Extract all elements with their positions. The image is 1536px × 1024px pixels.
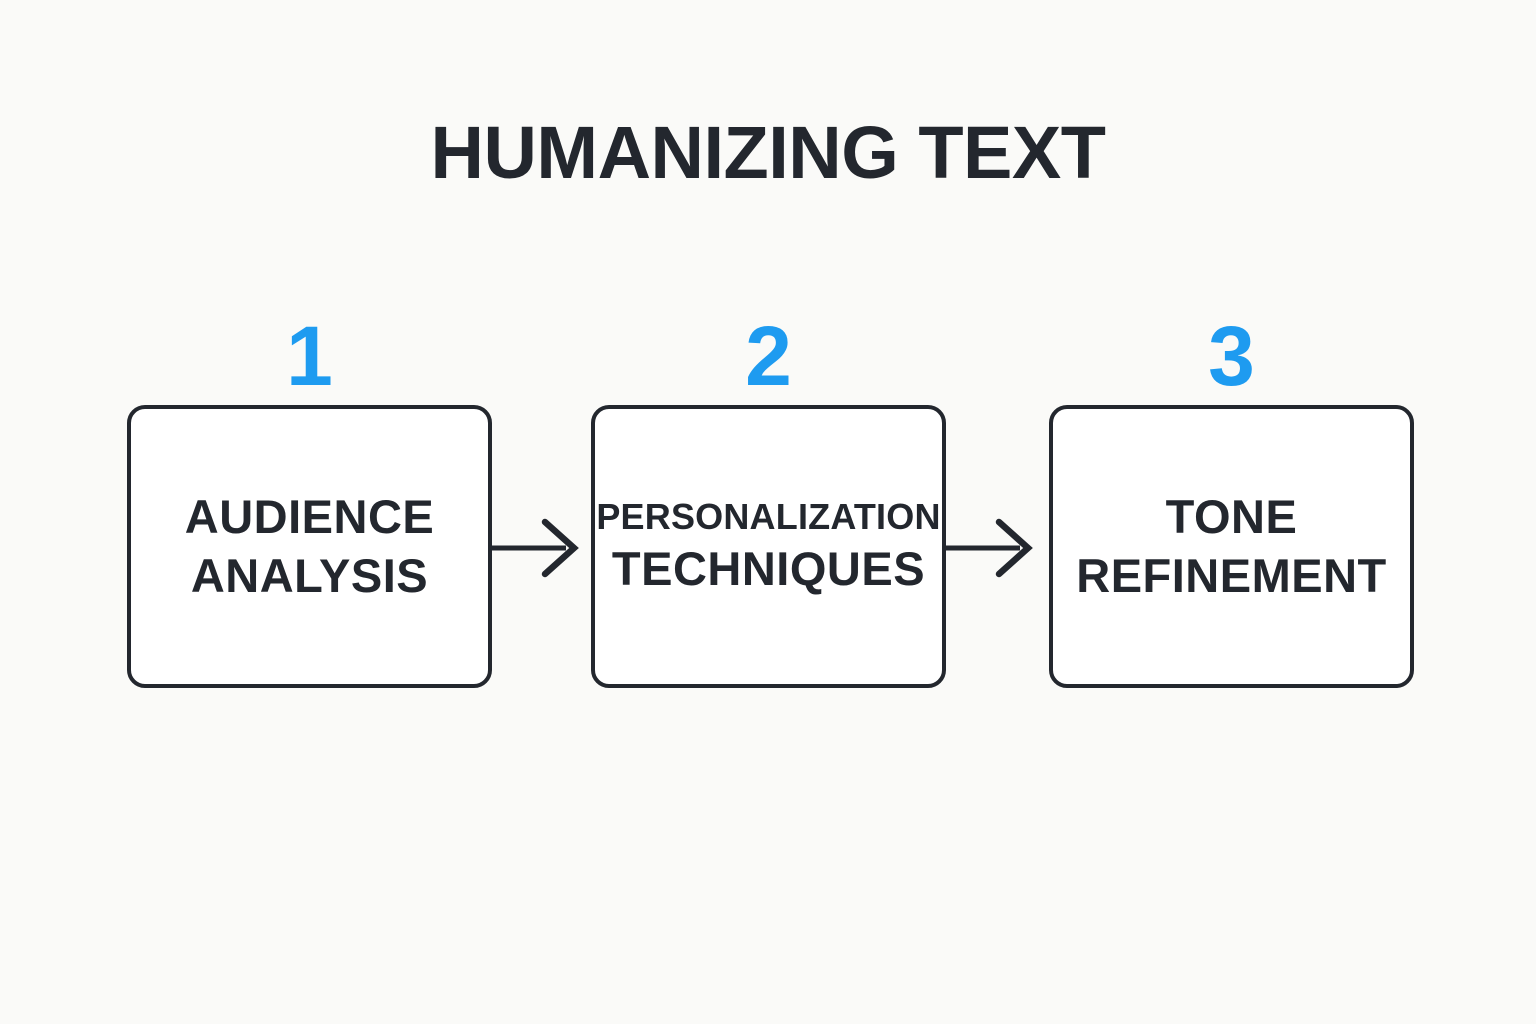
step-2-number: 2 [745,309,792,403]
step-box-label-line: AUDIENCE [184,490,435,544]
step-box-label-line: REFINEMENT [1076,548,1387,602]
step-3-number: 3 [1208,309,1255,403]
step-box-label-line: ANALYSIS [190,548,429,602]
page-title: HUMANIZING TEXT [430,111,1106,194]
step-box-label-line: PERSONALIZATION [596,496,941,538]
step-box-audience-analysis: AUDIENCE ANALYSIS [127,405,492,688]
step-1-number: 1 [286,309,333,403]
step-box-label-line: TONE [1165,490,1298,544]
step-box-label-line: TECHNIQUES [611,541,926,595]
step-box-personalization-techniques: PERSONALIZATION TECHNIQUES [591,405,946,688]
flow-arrow-icon [491,518,579,578]
step-box-tone-refinement: TONE REFINEMENT [1049,405,1414,688]
flow-arrow-icon [945,518,1033,578]
